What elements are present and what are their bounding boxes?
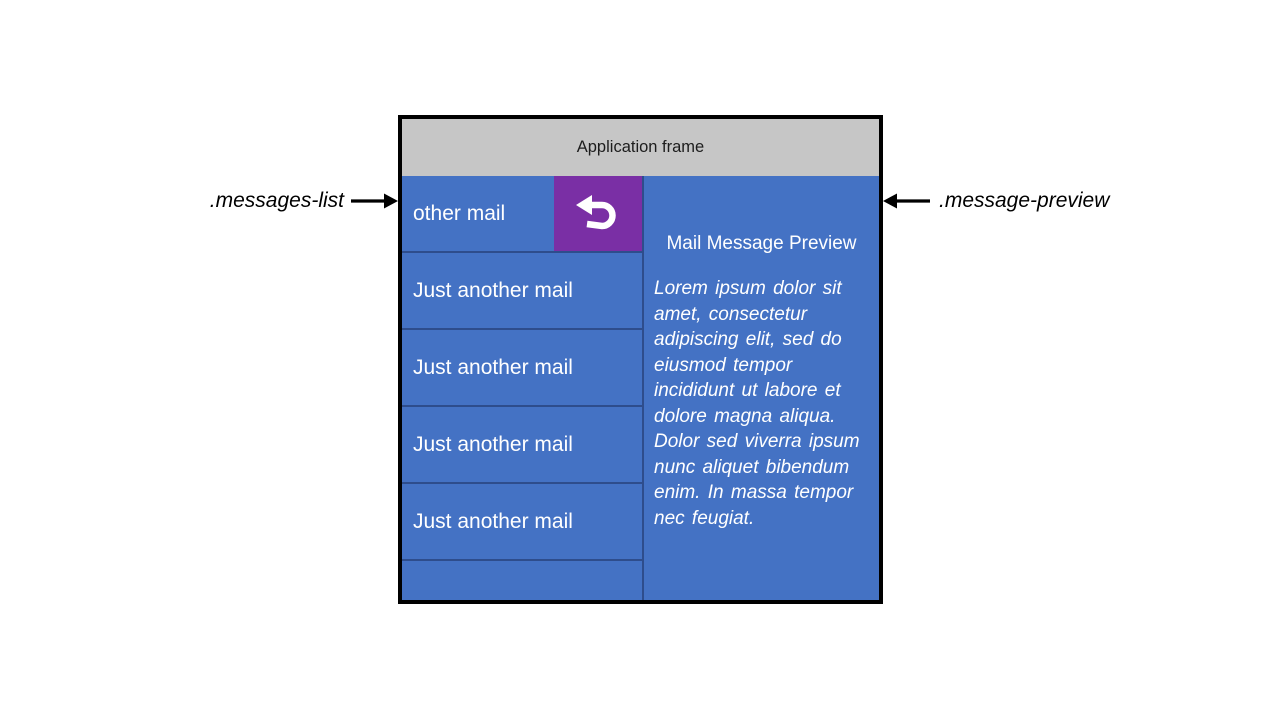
arrow-left-icon [883,193,930,209]
list-item[interactable]: Just another mail [402,407,642,484]
list-item-label: Just another mail [413,432,573,456]
message-preview: Mail Message Preview Lorem ipsum dolor s… [644,176,879,600]
application-frame: Application frame other mail Just anothe… [398,115,883,604]
preview-body: Lorem ipsum dolor sit amet, consectetur … [654,278,860,529]
back-button[interactable] [554,176,642,251]
callout-messages-list: .messages-list [0,189,398,213]
back-arrow-icon [576,194,616,229]
callout-message-preview: .message-preview [883,189,1109,213]
list-item[interactable]: Just another mail [402,484,642,561]
list-item-label: Just another mail [413,278,573,302]
list-item-empty[interactable] [402,561,642,600]
list-item-label: Just another mail [413,509,573,533]
list-item[interactable]: Just another mail [402,330,642,407]
message-preview-label: .message-preview [939,189,1110,212]
messages-list-label: .messages-list [209,189,344,212]
list-item-label: other mail [413,201,506,225]
messages-list: other mail Just another mail Just anothe… [402,176,644,600]
list-item-other-mail[interactable]: other mail [402,176,642,253]
list-item-label: Just another mail [413,355,573,379]
app-content: other mail Just another mail Just anothe… [402,176,879,600]
titlebar: Application frame [402,119,879,176]
list-item[interactable]: Just another mail [402,253,642,330]
preview-heading: Mail Message Preview [666,233,857,254]
arrow-right-icon [351,193,398,209]
titlebar-text: Application frame [576,138,705,156]
